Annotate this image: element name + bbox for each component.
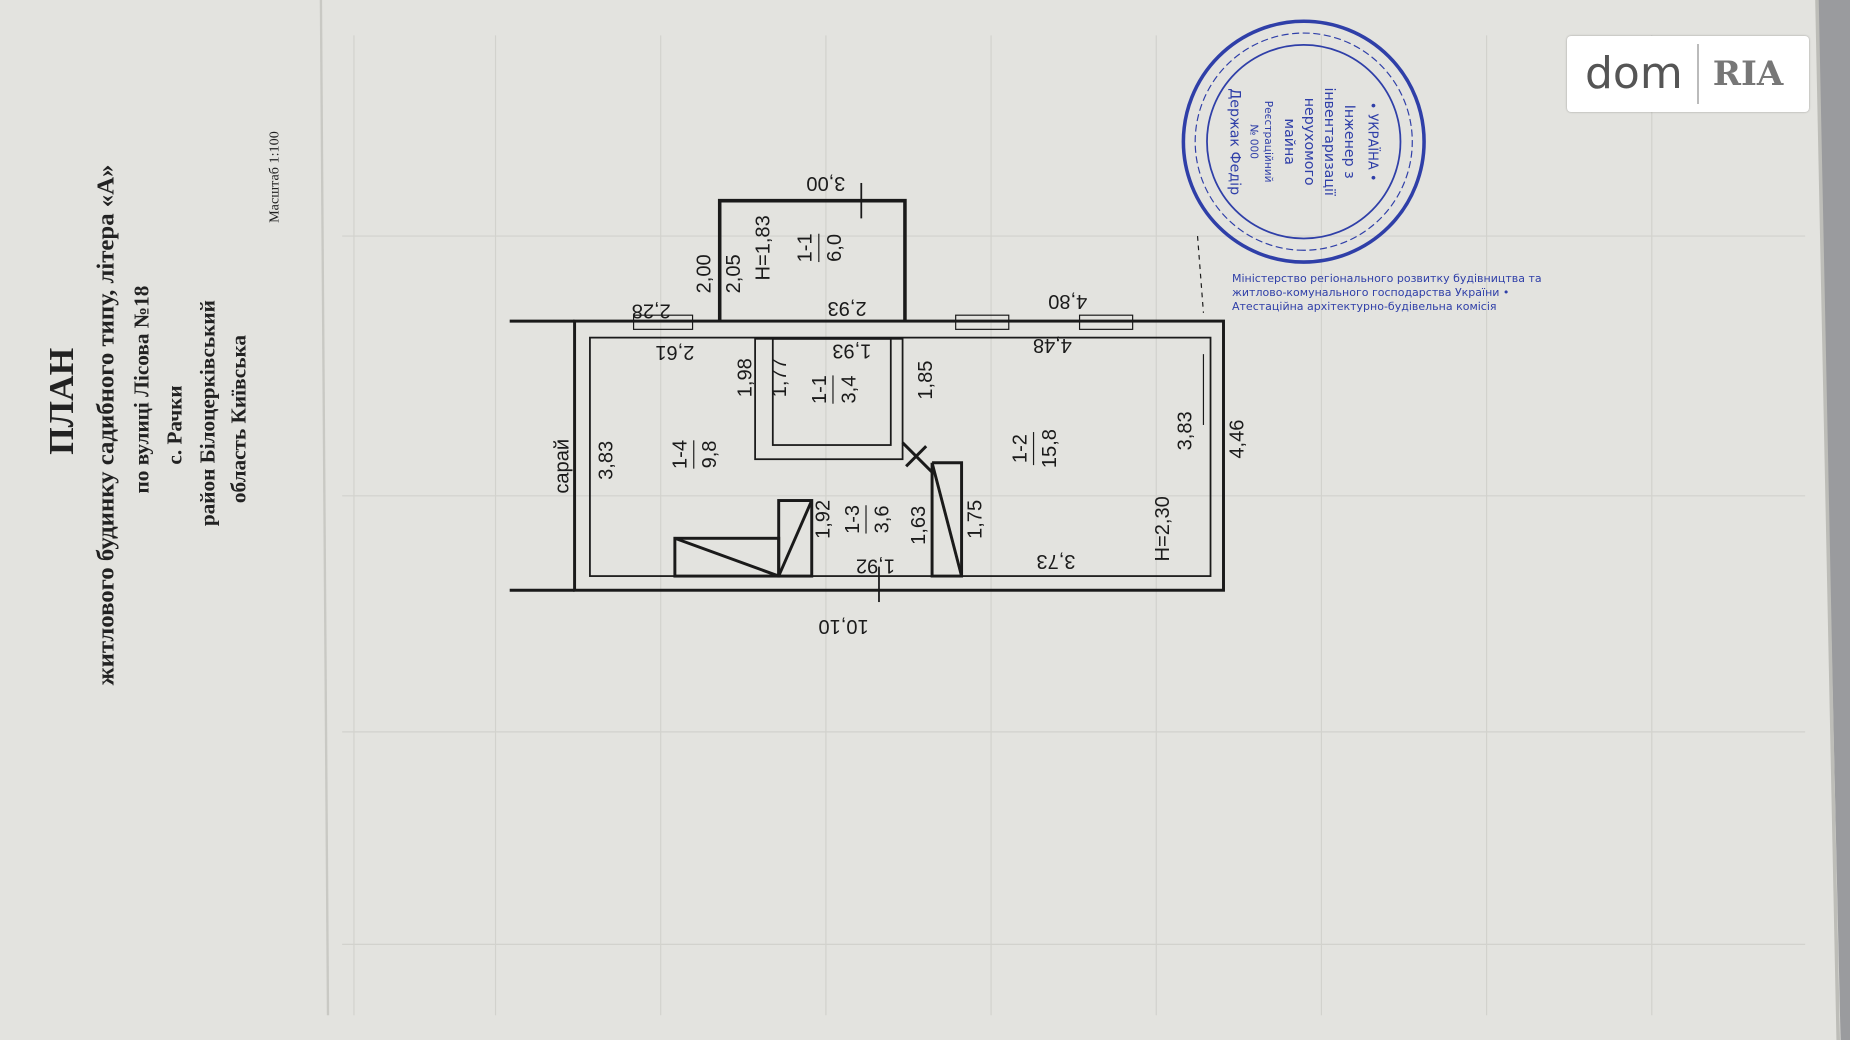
room-id: 1-1 (795, 233, 817, 262)
dimension: 3,73 (1036, 550, 1075, 572)
walls (509, 182, 1225, 603)
dimension-labels: 3,83 2,05 Н=1,83 2,00 2,28 2,61 2,93 1,9… (595, 172, 1248, 637)
dimension: 2,00 (693, 254, 715, 293)
dimension: 3,83 (1175, 411, 1197, 450)
logo-ria: RIA (1712, 54, 1784, 94)
dimension: 2,93 (828, 297, 867, 319)
stamp-text: Реєстраційний (1262, 101, 1275, 183)
dimension: 4,46 (1227, 420, 1249, 459)
street-line: по вулиці Лісова №18 (130, 286, 154, 494)
dimension: 2,05 (723, 254, 745, 293)
dimension: 1,77 (769, 358, 791, 397)
room-id: 1-2 (1009, 434, 1031, 463)
dimension: Н=1,83 (752, 215, 774, 280)
room-id: 1-3 (842, 505, 864, 534)
background-grid (342, 35, 1806, 1016)
dimension: 1,75 (965, 500, 987, 539)
dimension: 1,63 (908, 506, 930, 545)
stamp-text: інвентаризації (1321, 87, 1337, 196)
dimension: Н=2,30 (1152, 496, 1174, 561)
dimension: 1,92 (856, 555, 895, 577)
dimension: 2,28 (632, 300, 671, 322)
domria-watermark-logo: dom RIA (1567, 36, 1809, 112)
room-id: 1-1 (809, 375, 831, 404)
room-id: 1-4 (670, 440, 692, 469)
stamp-text: • УКРАЇНА • (1365, 102, 1381, 182)
room-1-3: 1-3 3,6 (842, 505, 893, 534)
dimension: 1,98 (735, 358, 757, 397)
dimension: 1,85 (915, 361, 937, 400)
room-area: 6,0 (824, 234, 846, 262)
room-area: 3,6 (871, 505, 893, 533)
dimension: 2,61 (655, 341, 694, 363)
room-labels: сарай 1-4 9,8 1-1 3,4 1-2 15,8 1-3 3,6 1-1 6,… (552, 233, 1061, 534)
official-stamp: • УКРАЇНА • Інженер з інвентаризації нер… (1181, 19, 1426, 264)
dimension: 1,92 (812, 500, 834, 539)
stamp-text: майна (1281, 118, 1297, 165)
room-1-2: 1-2 15,8 (1009, 429, 1060, 468)
stamp-text: Інженер з (1341, 105, 1357, 179)
dimension: 10,10 (819, 615, 869, 637)
room-area: 15,8 (1039, 429, 1061, 468)
dimension: 4,80 (1048, 290, 1087, 312)
document-subtitle: житлового будинку садибного типу, літера… (92, 165, 119, 686)
shed-label: сарай (552, 439, 574, 494)
dimension: 4,48 (1033, 334, 1072, 356)
document-title: ПЛАН (41, 348, 81, 455)
stamp-ring-text: Міністерство регіонального розвитку буді… (1232, 272, 1542, 313)
scale-label: Масштаб 1:100 (266, 131, 282, 223)
dimension: 3,00 (806, 172, 845, 194)
room-area: 3,4 (838, 376, 860, 404)
stamp-text: № 000 (1248, 124, 1261, 159)
dimension: 3,83 (595, 441, 617, 480)
room-1-1-small: 1-1 3,4 (809, 375, 860, 404)
room-area: 9,8 (699, 441, 721, 469)
district-line: район Білоцерківський (196, 300, 220, 526)
dimension: 1,93 (832, 340, 871, 362)
region-line: область Київська (226, 335, 250, 503)
room-1-1-porch: 1-1 6,0 (795, 233, 846, 262)
stamp-text: Держак Федір (1227, 88, 1243, 195)
room-1-4: 1-4 9,8 (670, 440, 721, 469)
stamp-text: нерухомого (1301, 98, 1317, 186)
village-line: с. Рачки (163, 385, 187, 464)
logo-dom: dom (1567, 44, 1699, 104)
